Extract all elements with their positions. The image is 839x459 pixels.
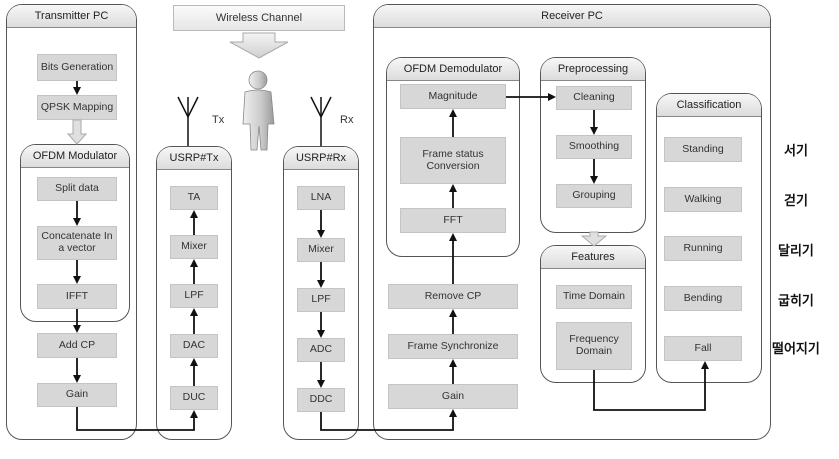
tx-lpf-block: LPF (170, 284, 218, 308)
frame-status-conversion-block: Frame status Conversion (400, 137, 506, 184)
korean-label-walking: 걷기 (784, 194, 808, 209)
fall-block: Fall (664, 336, 742, 361)
grouping-block: Grouping (556, 184, 632, 208)
features-title: Features (541, 246, 645, 269)
ofdm-demodulator-title: OFDM Demodulator (387, 58, 519, 81)
receiver-pc-title: Receiver PC (374, 5, 770, 28)
rx-ddc-block: DDC (297, 388, 345, 412)
ifft-block: IFFT (37, 284, 117, 309)
transmitter-pc-title: Transmitter PC (7, 5, 136, 28)
tx-antenna-label: Tx (212, 114, 225, 126)
wireless-channel-arrow (229, 32, 289, 59)
walking-block: Walking (664, 187, 742, 212)
smoothing-block: Smoothing (556, 135, 632, 159)
korean-label-running: 달리기 (778, 244, 814, 259)
rx-antenna-icon (310, 96, 332, 146)
rx-lna-block: LNA (297, 186, 345, 210)
rx-mixer-block: Mixer (297, 238, 345, 262)
korean-label-standing: 서기 (784, 144, 808, 159)
concatenate-block: Concatenate In a vector (37, 226, 117, 260)
tx-mixer-block: Mixer (170, 235, 218, 259)
usrp-tx-title: USRP#Tx (157, 147, 231, 170)
rx-adc-block: ADC (297, 338, 345, 362)
frequency-domain-block: Frequency Domain (556, 322, 632, 370)
add-cp-block: Add CP (37, 333, 117, 358)
usrp-rx-title: USRP#Rx (284, 147, 358, 170)
rx-antenna-label: Rx (340, 114, 354, 126)
tx-gain-block: Gain (37, 383, 117, 407)
cleaning-block: Cleaning (556, 86, 632, 110)
remove-cp-block: Remove CP (388, 284, 518, 309)
rx-gain-block: Gain (388, 384, 518, 409)
tx-antenna-icon (177, 96, 199, 146)
time-domain-block: Time Domain (556, 285, 632, 309)
wireless-channel-label: Wireless Channel (173, 5, 345, 31)
tx-ta-block: TA (170, 186, 218, 210)
ofdm-modulator-title: OFDM Modulator (21, 145, 129, 168)
grouping-to-features-arrow (580, 231, 608, 247)
running-block: Running (664, 236, 742, 261)
korean-label-fall: 떨어지기 (772, 342, 820, 357)
standing-block: Standing (664, 137, 742, 162)
person-icon (242, 70, 275, 151)
tx-dac-block: DAC (170, 334, 218, 358)
fft-block: FFT (400, 208, 506, 233)
preprocessing-title: Preprocessing (541, 58, 645, 81)
rx-lpf-block: LPF (297, 288, 345, 312)
magnitude-block: Magnitude (400, 84, 506, 109)
tx-duc-block: DUC (170, 386, 218, 410)
frame-synchronize-block: Frame Synchronize (388, 334, 518, 359)
korean-label-bending: 굽히기 (778, 294, 814, 309)
bits-generation-block: Bits Generation (37, 54, 117, 81)
bending-block: Bending (664, 286, 742, 311)
classification-title: Classification (657, 94, 761, 117)
qpsk-to-modulator-arrow (66, 119, 88, 145)
split-data-block: Split data (37, 177, 117, 201)
